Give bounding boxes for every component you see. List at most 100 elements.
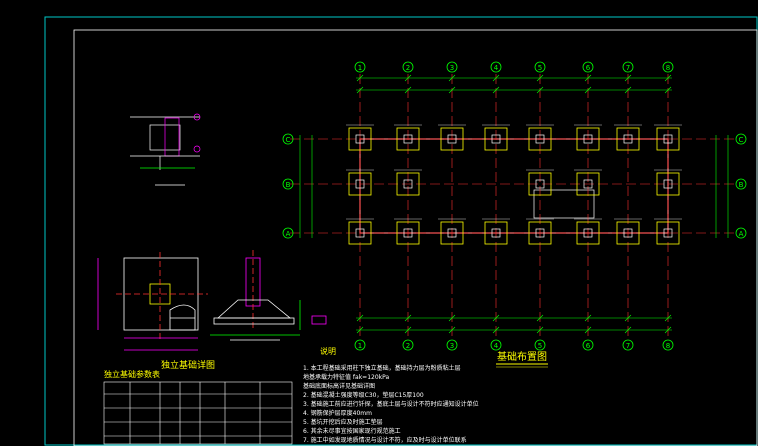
column: [663, 228, 673, 238]
footing: [348, 127, 372, 151]
note-line: 3. 基础施工前应进行钎探，基底土层与设计不符时应通知设计单位: [303, 400, 479, 408]
footing: [396, 221, 420, 245]
column: [663, 179, 673, 189]
axis-bubble: [622, 339, 634, 351]
column: [623, 228, 633, 238]
axis-label-x: 2: [406, 64, 410, 72]
axis-label-x: 8: [666, 64, 670, 72]
dim-tick: [492, 86, 500, 94]
axis-label-y: A: [739, 230, 744, 238]
footing: [528, 221, 552, 245]
axis-bubble: [662, 339, 674, 351]
dim-tick: [404, 326, 412, 334]
axis-label-x: 3: [450, 64, 454, 72]
column: [535, 228, 545, 238]
column: [403, 134, 413, 144]
notes-heading: 说明: [320, 346, 336, 356]
axis-bubble: [354, 61, 366, 73]
dim-tick: [404, 314, 412, 322]
axis-label-x: 5: [538, 64, 542, 72]
column: [535, 134, 545, 144]
plan-title: 基础布置图: [497, 350, 547, 363]
dim-tick: [624, 86, 632, 94]
column: [663, 134, 673, 144]
dim-tick: [664, 314, 672, 322]
axis-label-x: 7: [626, 64, 630, 72]
column: [355, 179, 365, 189]
axis-bubble: [402, 61, 414, 73]
axis-label-y: A: [286, 230, 291, 238]
detail-caption: 独立基础详图: [161, 359, 215, 371]
dim-tick: [448, 86, 456, 94]
dim-tick: [536, 86, 544, 94]
axis-bubble: [534, 339, 546, 351]
axis-label-x: 4: [494, 342, 499, 350]
axis-bubble: [534, 61, 546, 73]
inner-frame: [73, 29, 758, 446]
dim-tick: [356, 74, 364, 82]
axis-label-x: 6: [586, 342, 591, 350]
footing: [576, 221, 600, 245]
axis-bubble: [582, 339, 594, 351]
axis-label-x: 1: [358, 342, 362, 350]
outer-frame: [44, 16, 758, 446]
axis-label-y: B: [739, 181, 744, 189]
note-line: 7. 施工中如发现地质情况与设计不符，应及时与设计单位联系: [303, 436, 467, 444]
dim-tick: [664, 74, 672, 82]
dim-tick: [536, 74, 544, 82]
column: [355, 228, 365, 238]
column: [583, 179, 593, 189]
column: [583, 134, 593, 144]
note-line: 1. 本工程基础采用柱下独立基础，基础持力层为粉质粘土层: [303, 364, 461, 372]
note-line: 2. 基础混凝土强度等级C30，垫层C15厚100: [303, 391, 424, 399]
footing: [484, 127, 508, 151]
column: [491, 134, 501, 144]
footing: [576, 172, 600, 196]
axis-label-y: C: [739, 136, 744, 144]
dim-tick: [448, 314, 456, 322]
parameter-table: [103, 381, 293, 445]
footing: [616, 221, 640, 245]
dim-tick: [536, 326, 544, 334]
footing: [440, 221, 464, 245]
axis-bubble: [622, 61, 634, 73]
column-section-detail: [130, 113, 201, 186]
column: [623, 134, 633, 144]
footing-section-detail: [210, 250, 327, 341]
note-line: 基础底面标高详见基础详图: [303, 382, 375, 390]
footing: [528, 172, 552, 196]
footing: [348, 172, 372, 196]
footing: [616, 127, 640, 151]
footing: [396, 172, 420, 196]
footing: [484, 221, 508, 245]
axis-bubble: [735, 227, 747, 239]
axis-bubble: [282, 178, 294, 190]
dim-tick: [356, 86, 364, 94]
axis-label-x: 6: [586, 64, 591, 72]
dim-tick: [536, 314, 544, 322]
column: [403, 228, 413, 238]
axis-bubble: [490, 61, 502, 73]
axis-label-x: 7: [626, 342, 630, 350]
axis-bubble: [282, 133, 294, 145]
axis-bubble: [354, 339, 366, 351]
column: [491, 228, 501, 238]
axis-bubble: [735, 133, 747, 145]
dim-tick: [584, 326, 592, 334]
footing: [440, 127, 464, 151]
dim-tick: [624, 326, 632, 334]
dim-tick: [404, 86, 412, 94]
footing-plan-detail: [97, 252, 208, 351]
dim-tick: [584, 74, 592, 82]
axis-bubble: [446, 61, 458, 73]
axis-bubble: [446, 339, 458, 351]
column: [447, 228, 457, 238]
axis-label-x: 5: [538, 342, 542, 350]
footing: [528, 127, 552, 151]
note-line: 地基承载力特征值 fak=120kPa: [303, 373, 389, 381]
dim-tick: [664, 86, 672, 94]
table-title: 独立基础参数表: [104, 369, 160, 379]
dim-tick: [404, 74, 412, 82]
axis-label-x: 4: [494, 64, 499, 72]
